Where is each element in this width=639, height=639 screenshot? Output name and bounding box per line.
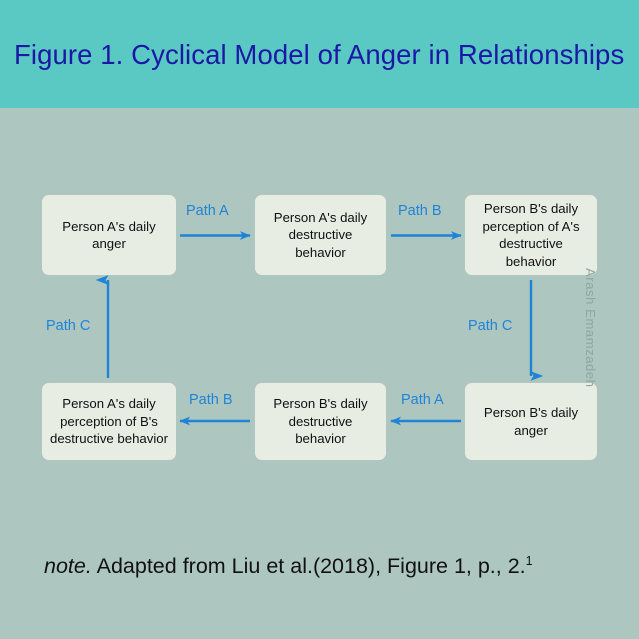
node-person-a-perception-of-b[interactable]: Person A's daily perception of B's destr… [42, 383, 176, 460]
node-text-line: Person B's daily [483, 405, 579, 420]
node-text-line: destructive behavior [499, 236, 563, 269]
node-text-line: Person A's daily [62, 218, 156, 234]
path-label-b-top: Path B [398, 203, 442, 219]
path-label-a-top: Path A [186, 203, 229, 219]
node-person-b-perception-of-a[interactable]: Person B's daily perception of A's destr… [465, 195, 597, 275]
node-text-line: destructive behavior [288, 227, 353, 260]
node-person-a-destructive-behavior[interactable]: Person A's daily destructive behavior [255, 195, 386, 275]
figure-banner: Figure 1. Cyclical Model of Anger in Rel… [0, 0, 639, 108]
node-text-line: Person B's daily [483, 201, 579, 216]
node-text-line: anger [514, 422, 548, 438]
node-text-line: perception of A's [482, 218, 580, 234]
note-superscript: 1 [525, 553, 533, 568]
node-text-line: Person B's daily [273, 396, 368, 412]
node-text-line: anger [92, 236, 126, 251]
node-person-a-daily-anger[interactable]: Person A's daily anger [42, 195, 176, 275]
node-text-line: destructive behavior [49, 431, 169, 447]
node-person-b-destructive-behavior[interactable]: Person B's daily destructive behavior [255, 383, 386, 460]
watermark-author: Arash Emamzadeh [583, 268, 598, 388]
note-text: Adapted from Liu et al.(2018), Figure 1,… [91, 554, 526, 578]
note-label: note. [44, 554, 92, 578]
node-person-b-daily-anger[interactable]: Person B's daily anger [465, 383, 597, 460]
node-text-line: destructive behavior [288, 413, 353, 447]
path-label-a-bottom: Path A [401, 392, 444, 408]
node-text-line: Person A's daily [273, 209, 368, 225]
path-label-c-left: Path C [46, 318, 91, 334]
path-label-c-right: Path C [468, 318, 513, 334]
node-text-line: perception of B's [60, 413, 158, 429]
diagram-area: Person A's daily anger Person A's daily … [0, 108, 639, 639]
figure-note: note. Adapted from Liu et al.(2018), Fig… [44, 553, 533, 580]
path-label-b-bottom: Path B [189, 392, 233, 408]
node-text-line: Person A's daily [62, 396, 156, 412]
page-title: Figure 1. Cyclical Model of Anger in Rel… [14, 39, 625, 70]
